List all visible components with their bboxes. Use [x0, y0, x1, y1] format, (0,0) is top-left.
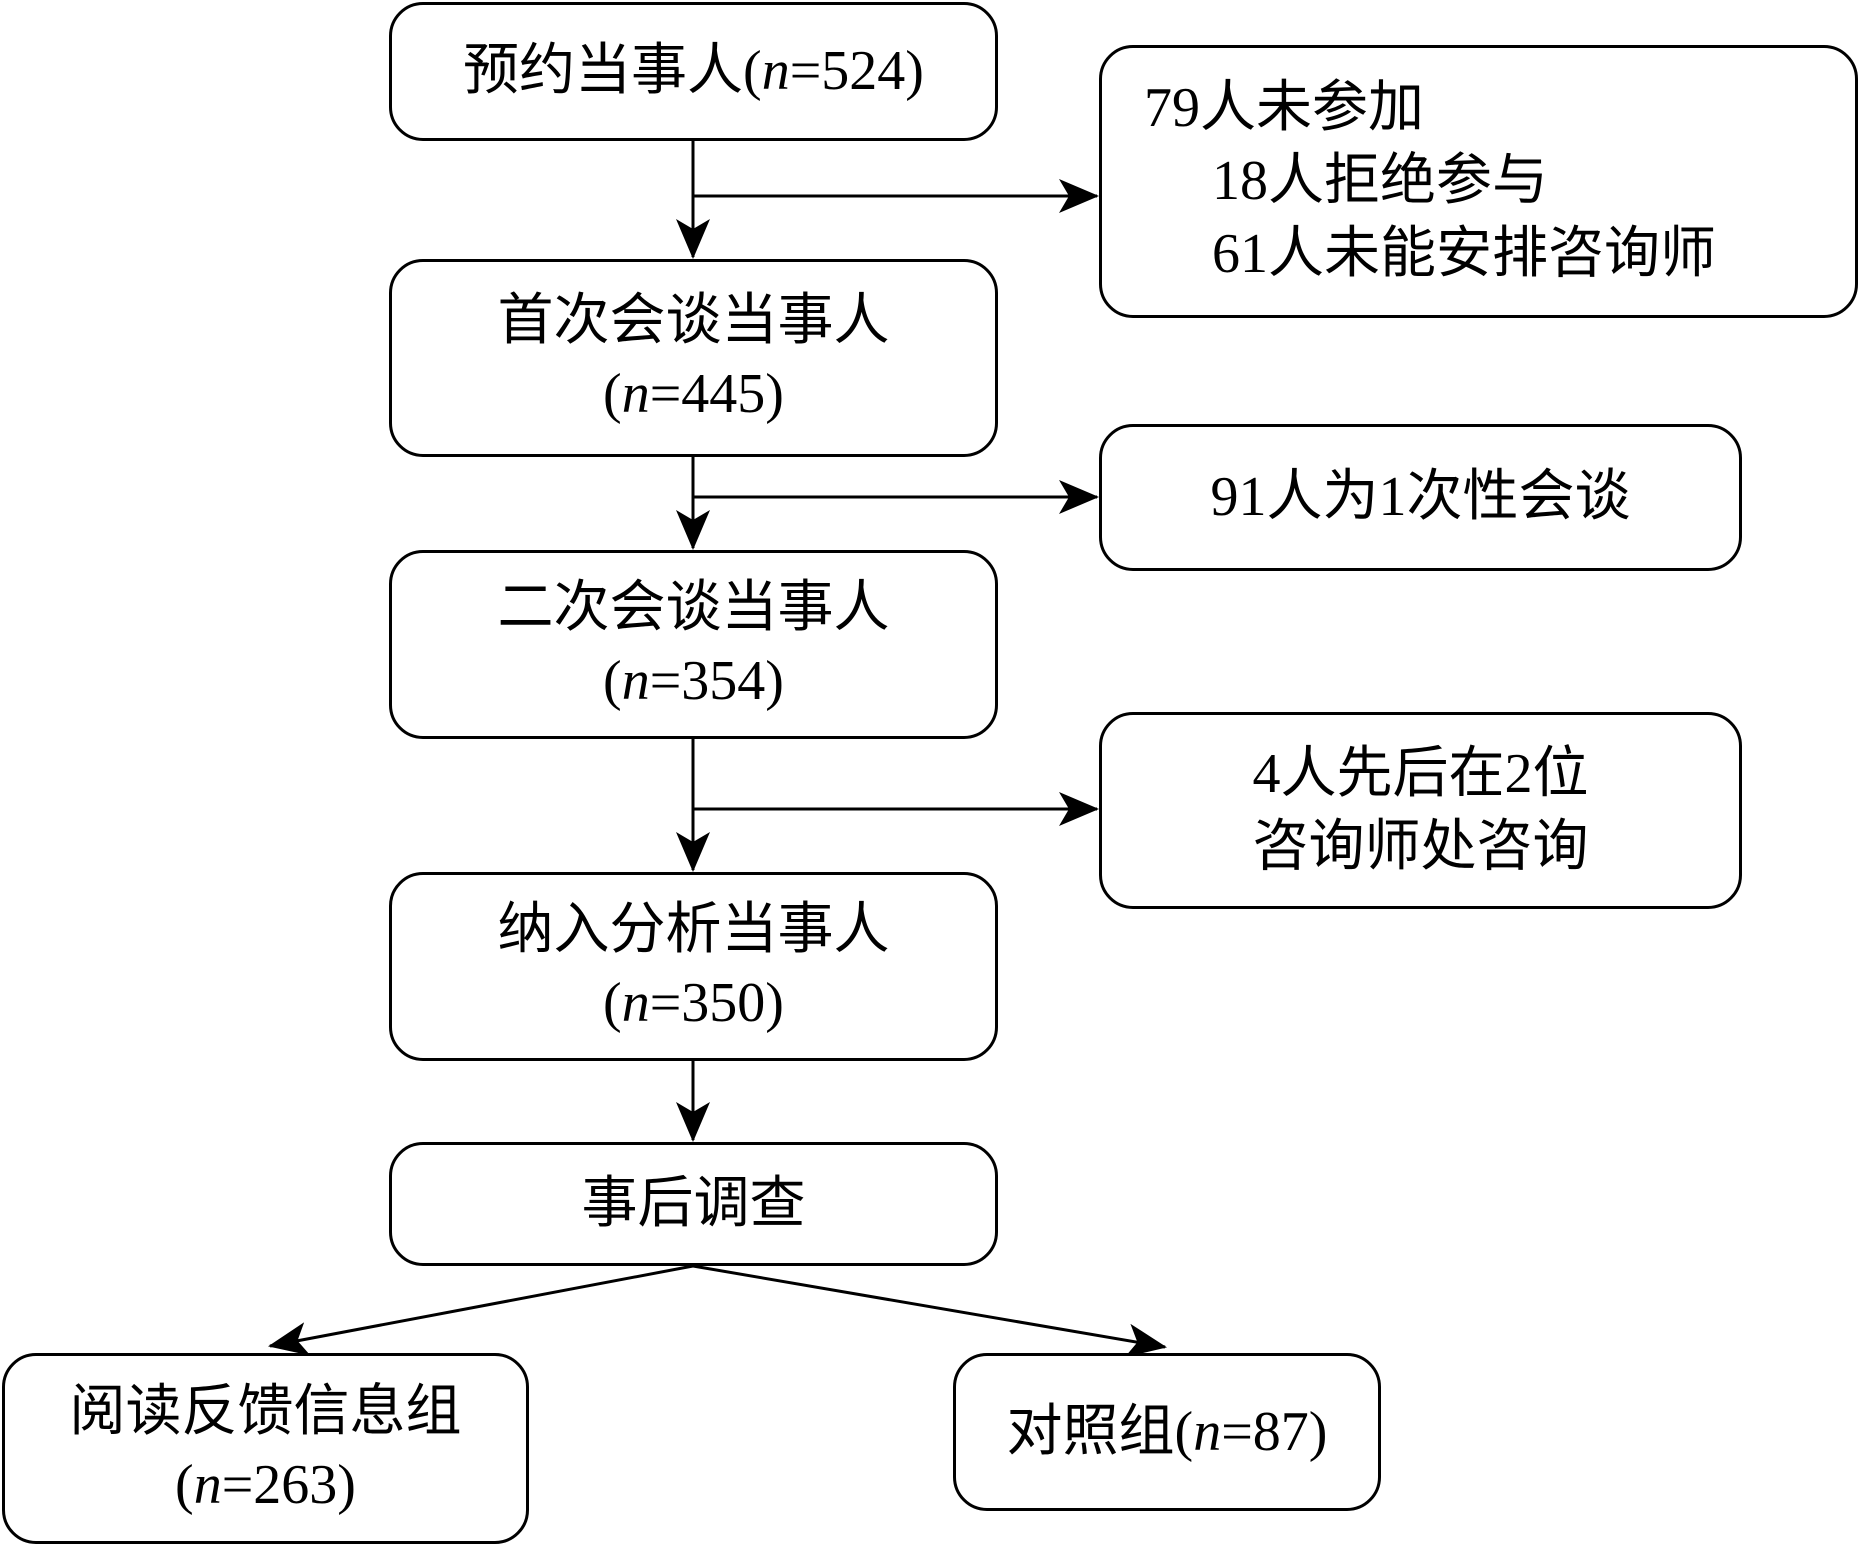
- node-label: 91人为1次性会谈: [1210, 466, 1631, 529]
- node-included-clients: 纳入分析当事人 (n=350): [389, 872, 998, 1061]
- node-label: 咨询师处咨询: [1252, 815, 1589, 878]
- node-not-attended: 79人未参加 18人拒绝参与 61人未能安排咨询师: [1099, 45, 1858, 318]
- node-label: 纳入分析当事人: [497, 898, 890, 961]
- node-label: 预约当事人(n=524): [463, 40, 924, 103]
- node-second-session-clients: 二次会谈当事人 (n=354): [389, 550, 998, 739]
- node-label: 首次会谈当事人: [497, 290, 890, 353]
- node-detail: 61人未能安排咨询师: [1212, 222, 1716, 285]
- edge-survey-to-control: [692, 1264, 1167, 1358]
- node-label: 79人未参加: [1144, 77, 1424, 140]
- node-single-session: 91人为1次性会谈: [1099, 424, 1742, 571]
- node-booked-clients: 预约当事人(n=524): [389, 2, 998, 141]
- node-label: 对照组(n=87): [1006, 1400, 1328, 1463]
- node-control-group: 对照组(n=87): [953, 1353, 1381, 1511]
- node-detail: 18人拒绝参与: [1212, 150, 1548, 213]
- node-count: (n=354): [603, 649, 784, 712]
- node-label: 二次会谈当事人: [497, 576, 890, 639]
- edge-survey-to-feedback: [268, 1264, 694, 1356]
- node-count: (n=445): [603, 363, 784, 425]
- node-label: 4人先后在2位: [1252, 742, 1589, 805]
- node-feedback-group: 阅读反馈信息组 (n=263): [2, 1353, 529, 1544]
- node-post-survey: 事后调查: [389, 1142, 998, 1266]
- node-count: (n=263): [175, 1453, 356, 1516]
- node-count: (n=350): [603, 971, 784, 1034]
- node-label: 事后调查: [581, 1172, 806, 1235]
- node-label: 阅读反馈信息组: [69, 1380, 462, 1443]
- node-two-counselors: 4人先后在2位 咨询师处咨询: [1099, 712, 1742, 909]
- node-first-session-clients: 首次会谈当事人 (n=445): [389, 259, 998, 457]
